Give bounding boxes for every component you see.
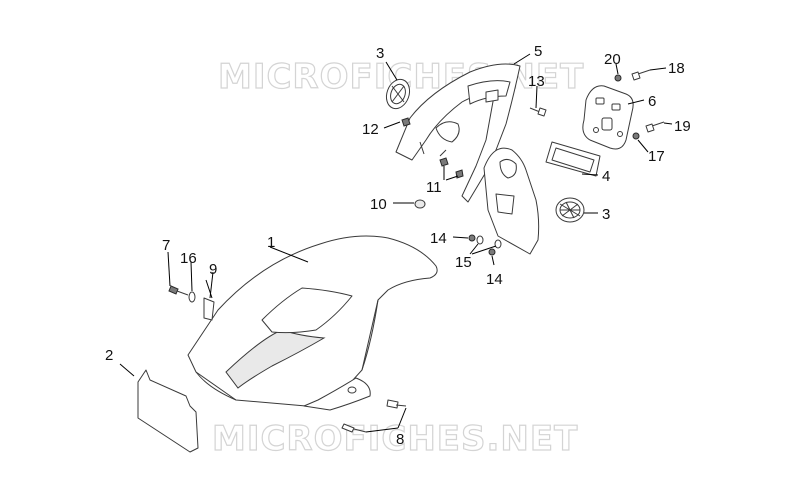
callout-14-left: 14 [430,230,447,247]
callout-14-bottom: 14 [486,271,503,288]
callout-17: 17 [648,148,665,165]
callout-4: 4 [602,168,610,185]
callout-3-right: 3 [602,206,610,223]
callout-5: 5 [534,43,542,60]
callout-16: 16 [180,250,197,267]
callout-8: 8 [396,431,404,448]
tail-frame [395,63,521,203]
leader-lines [119,53,673,433]
callout-10: 10 [370,196,387,213]
round-reflector-left [385,78,411,110]
callout-6: 6 [648,93,656,110]
callout-19: 19 [674,118,691,135]
callout-2: 2 [105,347,113,364]
callout-11: 11 [426,179,442,196]
callout-13: 13 [528,73,545,90]
callout-18: 18 [668,60,685,77]
round-reflector-right [555,197,585,223]
hardware [168,69,665,433]
callout-15: 15 [455,254,472,271]
callout-12: 12 [362,121,379,138]
callout-9: 9 [209,261,217,278]
plate-holder [483,141,601,255]
callout-1: 1 [267,234,275,251]
watermark-bottom: MICROFICHES.NET [212,419,578,459]
mud-flap [137,369,199,453]
callout-7: 7 [162,237,170,254]
callout-20: 20 [604,51,621,68]
callout-3-top: 3 [376,45,384,62]
rear-mudguard [187,235,438,411]
plate-light-cover [582,85,634,150]
callouts: 1 2 3 3 4 5 6 7 8 9 10 11 12 13 14 14 15… [105,43,691,448]
